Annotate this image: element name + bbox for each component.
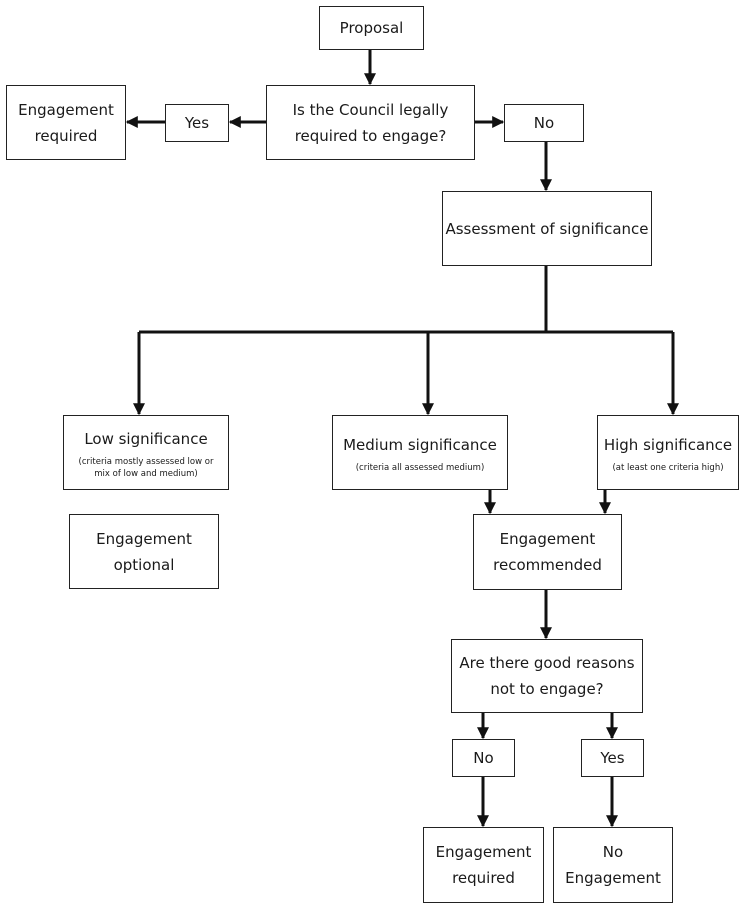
low-significance-node: Low significance (criteria mostly assess… xyxy=(63,415,229,490)
engagement-required-bottom-label: Engagement required xyxy=(435,843,532,887)
engagement-optional-node: Engagement optional xyxy=(69,514,219,589)
engagement-required-bottom-node: Engagement required xyxy=(423,827,544,903)
medium-significance-node: Medium significance (criteria all assess… xyxy=(332,415,508,490)
good-reasons-node: Are there good reasons not to engage? xyxy=(451,639,643,713)
no-bottom-node: No xyxy=(452,739,515,777)
assessment-node: Assessment of significance xyxy=(442,191,652,266)
proposal-label: Proposal xyxy=(339,19,404,37)
medium-significance-note: (criteria all assessed medium) xyxy=(355,462,485,473)
yes-top-label: Yes xyxy=(184,114,210,132)
yes-bottom-node: Yes xyxy=(581,739,644,777)
low-significance-note: (criteria mostly assessed low or mix of … xyxy=(78,456,214,479)
proposal-node: Proposal xyxy=(319,6,424,50)
legal-question-node: Is the Council legally required to engag… xyxy=(266,85,475,160)
no-top-label: No xyxy=(533,114,555,132)
no-bottom-label: No xyxy=(473,749,494,767)
no-engagement-node: No Engagement xyxy=(553,827,673,903)
good-reasons-label: Are there good reasons not to engage? xyxy=(459,654,635,698)
high-significance-title: High significance xyxy=(603,435,733,454)
no-engagement-label: No Engagement xyxy=(565,843,661,887)
engagement-recommended-label: Engagement recommended xyxy=(493,530,602,574)
high-significance-note: (at least one criteria high) xyxy=(612,462,724,473)
medium-significance-title: Medium significance xyxy=(343,435,497,454)
legal-question-label: Is the Council legally required to engag… xyxy=(292,100,449,145)
engagement-required-top-label: Engagement required xyxy=(18,100,114,145)
engagement-recommended-node: Engagement recommended xyxy=(473,514,622,590)
engagement-optional-label: Engagement optional xyxy=(96,529,192,574)
yes-bottom-label: Yes xyxy=(600,749,625,767)
no-top-node: No xyxy=(504,104,584,142)
engagement-required-top-node: Engagement required xyxy=(6,85,126,160)
assessment-label: Assessment of significance xyxy=(445,219,649,238)
low-significance-title: Low significance xyxy=(84,429,208,448)
yes-top-node: Yes xyxy=(165,104,229,142)
high-significance-node: High significance (at least one criteria… xyxy=(597,415,739,490)
